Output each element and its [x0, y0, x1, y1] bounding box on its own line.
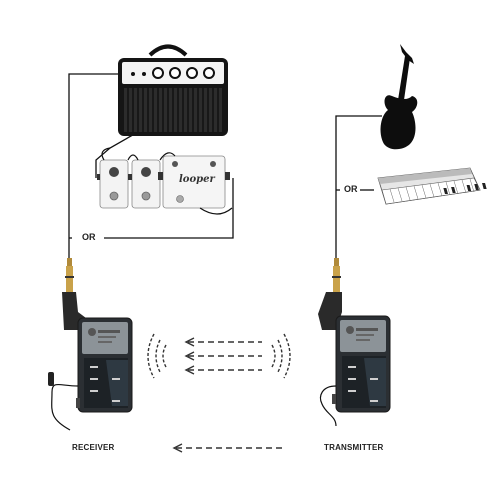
or-label-right: OR	[344, 184, 358, 194]
transmitter-cable	[319, 385, 337, 427]
wireless-waves-transmitter-side	[271, 333, 291, 379]
pedal-1-footswitch	[109, 191, 119, 201]
receiver-label: RECEIVER	[72, 443, 115, 452]
transmitter-device	[318, 258, 391, 427]
connection-lines	[68, 73, 382, 258]
amp-input-jack	[131, 72, 135, 76]
amp-knob-2	[169, 67, 181, 79]
pedals-to-receiver-line	[104, 178, 234, 239]
guitar-headstock	[400, 44, 414, 64]
or-label-left: OR	[82, 232, 96, 242]
pedal-2-knob	[141, 167, 151, 177]
amp-knob-1	[152, 67, 164, 79]
guitar-to-transmitter-line	[335, 115, 382, 258]
amp-to-receiver-line	[68, 73, 124, 258]
keyboard	[377, 167, 487, 205]
guitar-neck	[398, 56, 410, 100]
signal-arrows	[172, 337, 284, 453]
guitar	[380, 44, 418, 150]
receiver-plug-tip	[67, 258, 72, 266]
amp-knob-4	[203, 67, 215, 79]
amp-led	[142, 72, 146, 76]
amp-to-pedals-cable	[95, 131, 139, 178]
receiver-device	[48, 258, 133, 431]
transmitter-label: TRANSMITTER	[324, 443, 384, 452]
amp-handle	[148, 44, 188, 57]
wireless-waves-receiver-side	[147, 333, 167, 379]
pedal-2-footswitch	[141, 191, 151, 201]
effect-pedals	[97, 147, 233, 215]
amplifier	[118, 44, 228, 136]
guitar-body	[380, 95, 418, 150]
transmitter-plug-tip	[334, 258, 339, 266]
transmitter-plug-shaft	[333, 266, 340, 292]
pedal-1	[97, 159, 131, 209]
pedal-2	[129, 159, 163, 209]
receiver-plug-shaft	[66, 266, 73, 292]
amp-knob-3	[186, 67, 198, 79]
looper-pedal	[158, 155, 230, 209]
looper-pedal-label: looper	[179, 174, 215, 185]
pedal-1-knob	[109, 167, 119, 177]
amp-grille-lines	[127, 88, 219, 132]
receiver-cable	[51, 383, 79, 431]
